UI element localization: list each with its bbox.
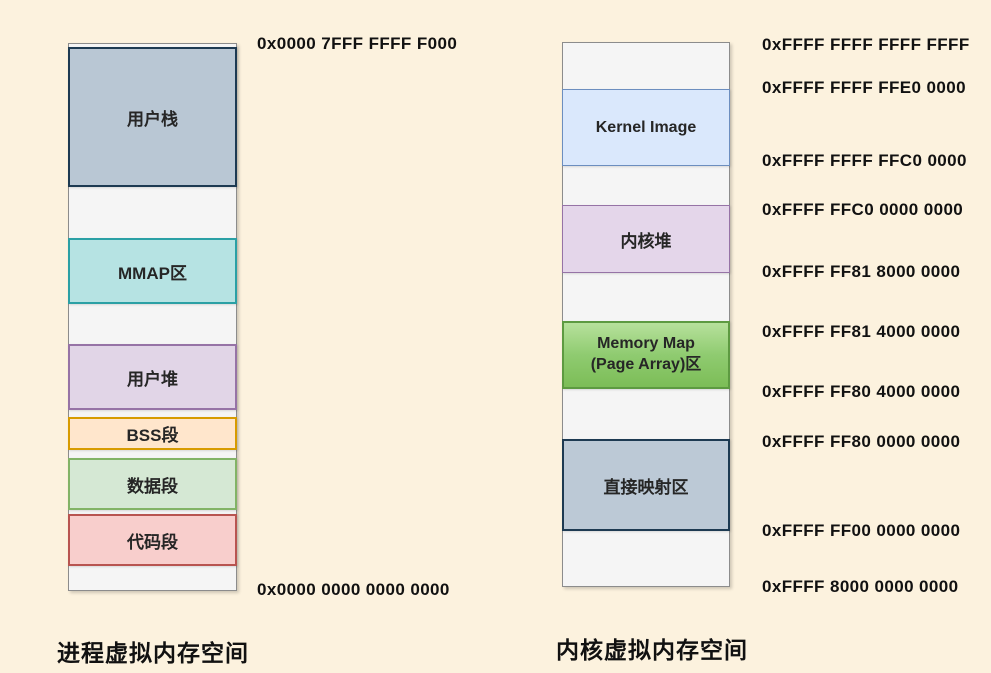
address-kernel-8: 0xFFFF FF00 0000 0000 xyxy=(762,521,961,540)
segment-user-stack: 用户栈 xyxy=(68,47,237,187)
segment-user-heap-label: 用户堆 xyxy=(127,369,178,389)
address-kernel-7: 0xFFFF FF80 0000 0000 xyxy=(762,432,961,451)
segment-memory-map-label-line2: (Page Array)区 xyxy=(590,356,702,373)
segment-kernel-heap-label: 内核堆 xyxy=(620,231,672,251)
segment-bss-label: BSS段 xyxy=(126,426,179,445)
segment-memory-map-page-array: Memory Map (Page Array)区 xyxy=(562,321,730,389)
address-kernel-1: 0xFFFF FFFF FFE0 0000 xyxy=(762,78,966,97)
segment-memory-map-label-line1: Memory Map xyxy=(597,335,695,353)
address-kernel-5: 0xFFFF FF81 4000 0000 xyxy=(762,322,961,341)
address-kernel-4: 0xFFFF FF81 8000 0000 xyxy=(762,262,961,281)
segment-direct-mapping: 直接映射区 xyxy=(562,439,730,531)
kernel-memory-panel: Kernel Image 内核堆 Memory Map (Page Array)… xyxy=(562,42,730,587)
process-memory-panel: 用户栈 MMAP区 用户堆 BSS段 数据段 代码段 xyxy=(68,43,237,591)
segment-bss: BSS段 xyxy=(68,417,237,450)
segment-mmap-region: MMAP区 xyxy=(68,238,237,304)
address-kernel-3: 0xFFFF FFC0 0000 0000 xyxy=(762,200,964,219)
address-kernel-6: 0xFFFF FF80 4000 0000 xyxy=(762,382,961,401)
address-kernel-0: 0xFFFF FFFF FFFF FFFF xyxy=(762,35,970,54)
segment-kernel-image: Kernel Image xyxy=(562,89,730,166)
segment-direct-mapping-label: 直接映射区 xyxy=(603,477,689,497)
address-user-space-top: 0x0000 7FFF FFFF F000 xyxy=(257,34,458,53)
segment-user-heap: 用户堆 xyxy=(68,344,237,410)
kernel-memory-title: 内核虚拟内存空间 xyxy=(556,637,748,663)
segment-kernel-heap: 内核堆 xyxy=(562,205,730,273)
segment-data-label: 数据段 xyxy=(127,476,178,496)
segment-data: 数据段 xyxy=(68,458,237,510)
segment-user-stack-label: 用户栈 xyxy=(127,109,178,129)
address-kernel-9: 0xFFFF 8000 0000 0000 xyxy=(762,577,959,596)
segment-code-label: 代码段 xyxy=(127,532,178,552)
address-kernel-2: 0xFFFF FFFF FFC0 0000 xyxy=(762,151,967,170)
segment-kernel-image-label: Kernel Image xyxy=(595,118,697,136)
address-user-space-bottom: 0x0000 0000 0000 0000 xyxy=(257,580,450,599)
process-memory-title: 进程虚拟内存空间 xyxy=(57,640,249,666)
segment-mmap-region-label: MMAP区 xyxy=(118,263,187,283)
segment-code: 代码段 xyxy=(68,514,237,566)
